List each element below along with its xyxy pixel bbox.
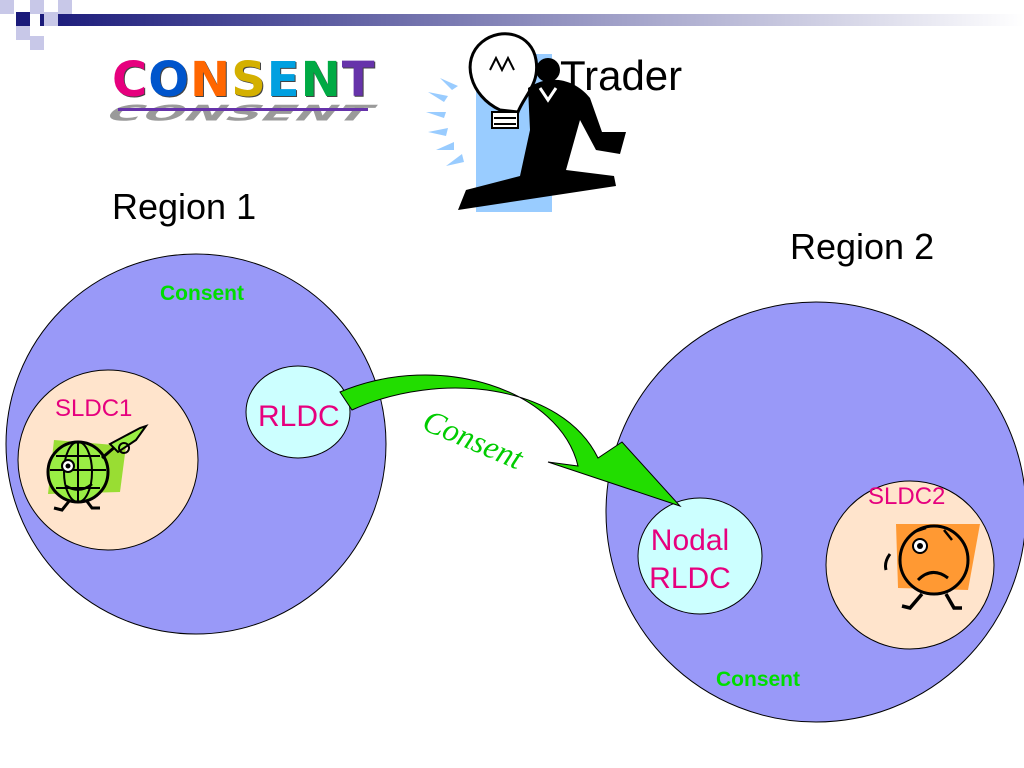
region2-consent-label: Consent — [716, 668, 800, 691]
region2-label: Region 2 — [790, 226, 935, 267]
businessman-lightbulb-icon — [426, 32, 626, 212]
nodal-rldc-label: Nodal RLDC — [640, 522, 740, 598]
rldc-circle — [245, 365, 351, 459]
nodal-rldc-label-line2: RLDC — [649, 562, 731, 595]
nodal-rldc-circle — [637, 497, 763, 615]
title-letter: T — [341, 52, 376, 108]
title-letter: C — [112, 52, 149, 108]
region1-label: Region 1 — [112, 186, 257, 227]
title-letter: E — [266, 52, 301, 108]
sldc2-label: SLDC2 — [868, 483, 946, 510]
worried-face-icon — [884, 524, 980, 610]
title-letters: CONSENT — [112, 52, 376, 108]
region1-consent-label: Consent — [160, 282, 244, 305]
title-underline — [118, 108, 368, 111]
trader-label: Trader — [560, 52, 683, 99]
title-letter: S — [231, 52, 267, 108]
sldc1-label: SLDC1 — [55, 395, 133, 422]
rldc-label: RLDC — [258, 400, 340, 433]
happy-globe-icon — [46, 424, 149, 512]
title-letter: N — [190, 52, 232, 108]
consent-arrow — [339, 374, 682, 508]
nodal-rldc-label-line1: Nodal — [650, 524, 730, 557]
title-letter: N — [300, 52, 342, 108]
corner-squares-icon — [0, 0, 1024, 50]
slide-title: CONSENT CONSENT — [98, 52, 383, 126]
title-letter: O — [148, 52, 191, 108]
